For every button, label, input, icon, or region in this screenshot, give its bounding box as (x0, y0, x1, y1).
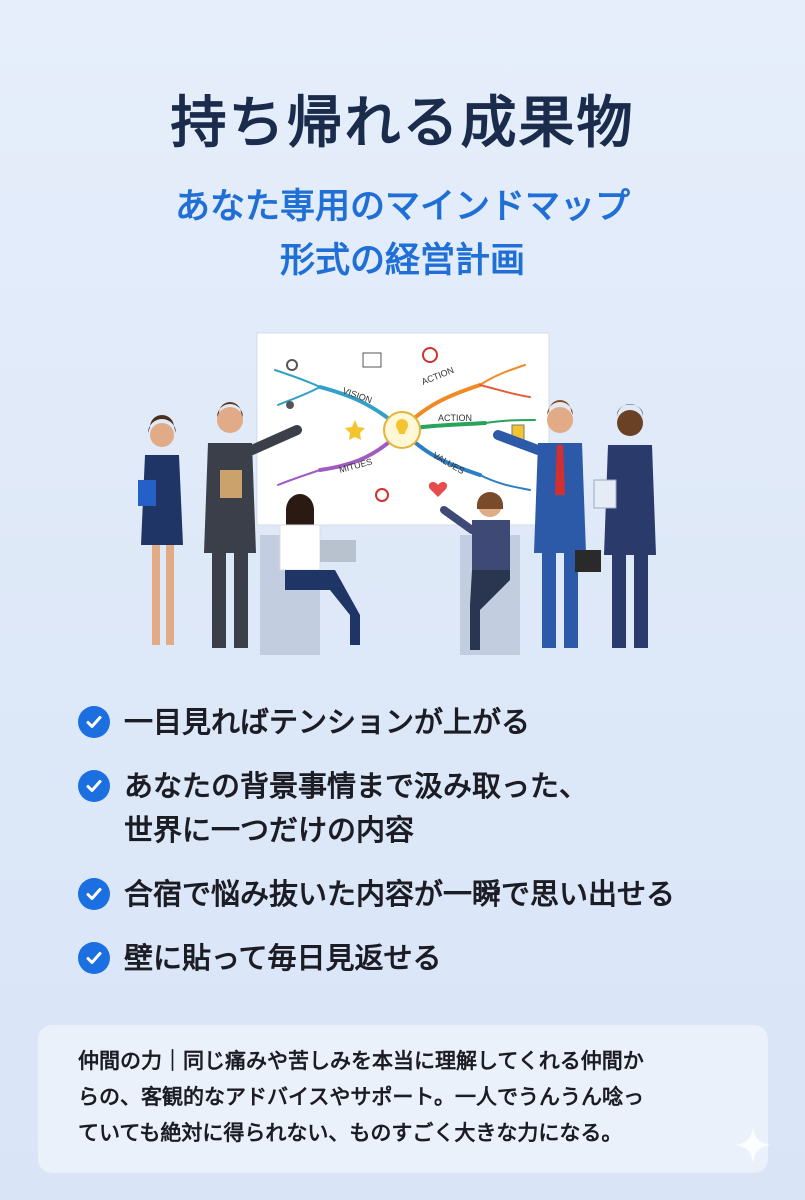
checklist-line: 世界に一つだけの内容 (124, 813, 415, 847)
checklist-line: 一目見ればテンションが上がる (124, 705, 531, 739)
branch-label-action: ACTION (438, 413, 472, 423)
heart-icon (428, 482, 448, 497)
checklist-text: あなたの背景事情まで汲み取った、 世界に一つだけの内容 (124, 764, 588, 852)
note-line: らの、客観的なアドバイスやサポート。一人でうんうん唸っ (78, 1085, 644, 1109)
check-circle-icon (78, 770, 110, 802)
checklist-text: 壁に貼って毎日見返せる (124, 936, 442, 980)
person-woman-standing (138, 415, 183, 645)
checklist-line: 壁に貼って毎日見返せる (124, 941, 442, 975)
peer-support-note: 仲間の力｜同じ痛みや苦しみを本当に理解してくれる仲間か らの、客観的なアドバイス… (38, 1025, 768, 1173)
note-line: ていても絶対に得られない、ものすごく大きな力になる。 (78, 1121, 623, 1145)
page-title: 持ち帰れる成果物 (170, 91, 635, 156)
person-man-red-tie (493, 400, 601, 648)
checklist-line: あなたの背景事情まで汲み取った、 (124, 769, 589, 803)
checklist-text: 一目見ればテンションが上がる (124, 700, 530, 744)
checklist-item: 一目見ればテンションが上がる (78, 700, 758, 744)
person-man-document (593, 404, 656, 648)
check-circle-icon (78, 942, 110, 974)
person-woman-seated (440, 492, 520, 655)
person-woman-laptop (260, 494, 360, 655)
page-subtitle: あなた専用のマインドマップ 形式の経営計画 (0, 180, 805, 288)
bar-chart-icon (362, 352, 382, 368)
note-line: 仲間の力｜同じ痛みや苦しみを本当に理解してくれる仲間か (78, 1049, 644, 1073)
person-man-pointing (204, 402, 302, 648)
checklist-item: 合宿で悩み抜いた内容が一瞬で思い出せる (78, 872, 758, 916)
search-icon (286, 359, 298, 371)
checklist-line: 合宿で悩み抜いた内容が一瞬で思い出せる (124, 877, 676, 911)
mind-map-team-illustration: VISION ACTION ACTION MITUES VALUES (138, 332, 656, 655)
note-text: 仲間の力｜同じ痛みや苦しみを本当に理解してくれる仲間か らの、客観的なアドバイス… (78, 1043, 728, 1151)
check-circle-icon (78, 706, 110, 738)
eye-icon (286, 401, 294, 409)
checklist-item: あなたの背景事情まで汲み取った、 世界に一つだけの内容 (78, 764, 758, 852)
target-icon (422, 347, 438, 363)
sparkle-icon (735, 1127, 771, 1163)
benefits-checklist: 一目見ればテンションが上がる あなたの背景事情まで汲み取った、 世界に一つだけの… (78, 700, 758, 1000)
checklist-text: 合宿で悩み抜いた内容が一瞬で思い出せる (124, 872, 675, 916)
checklist-item: 壁に貼って毎日見返せる (78, 936, 758, 980)
target-icon-2 (375, 488, 389, 502)
subtitle-line-2: 形式の経営計画 (279, 241, 525, 281)
subtitle-line-1: あなた専用のマインドマップ (174, 187, 630, 227)
check-circle-icon (78, 878, 110, 910)
star-icon (345, 420, 365, 440)
